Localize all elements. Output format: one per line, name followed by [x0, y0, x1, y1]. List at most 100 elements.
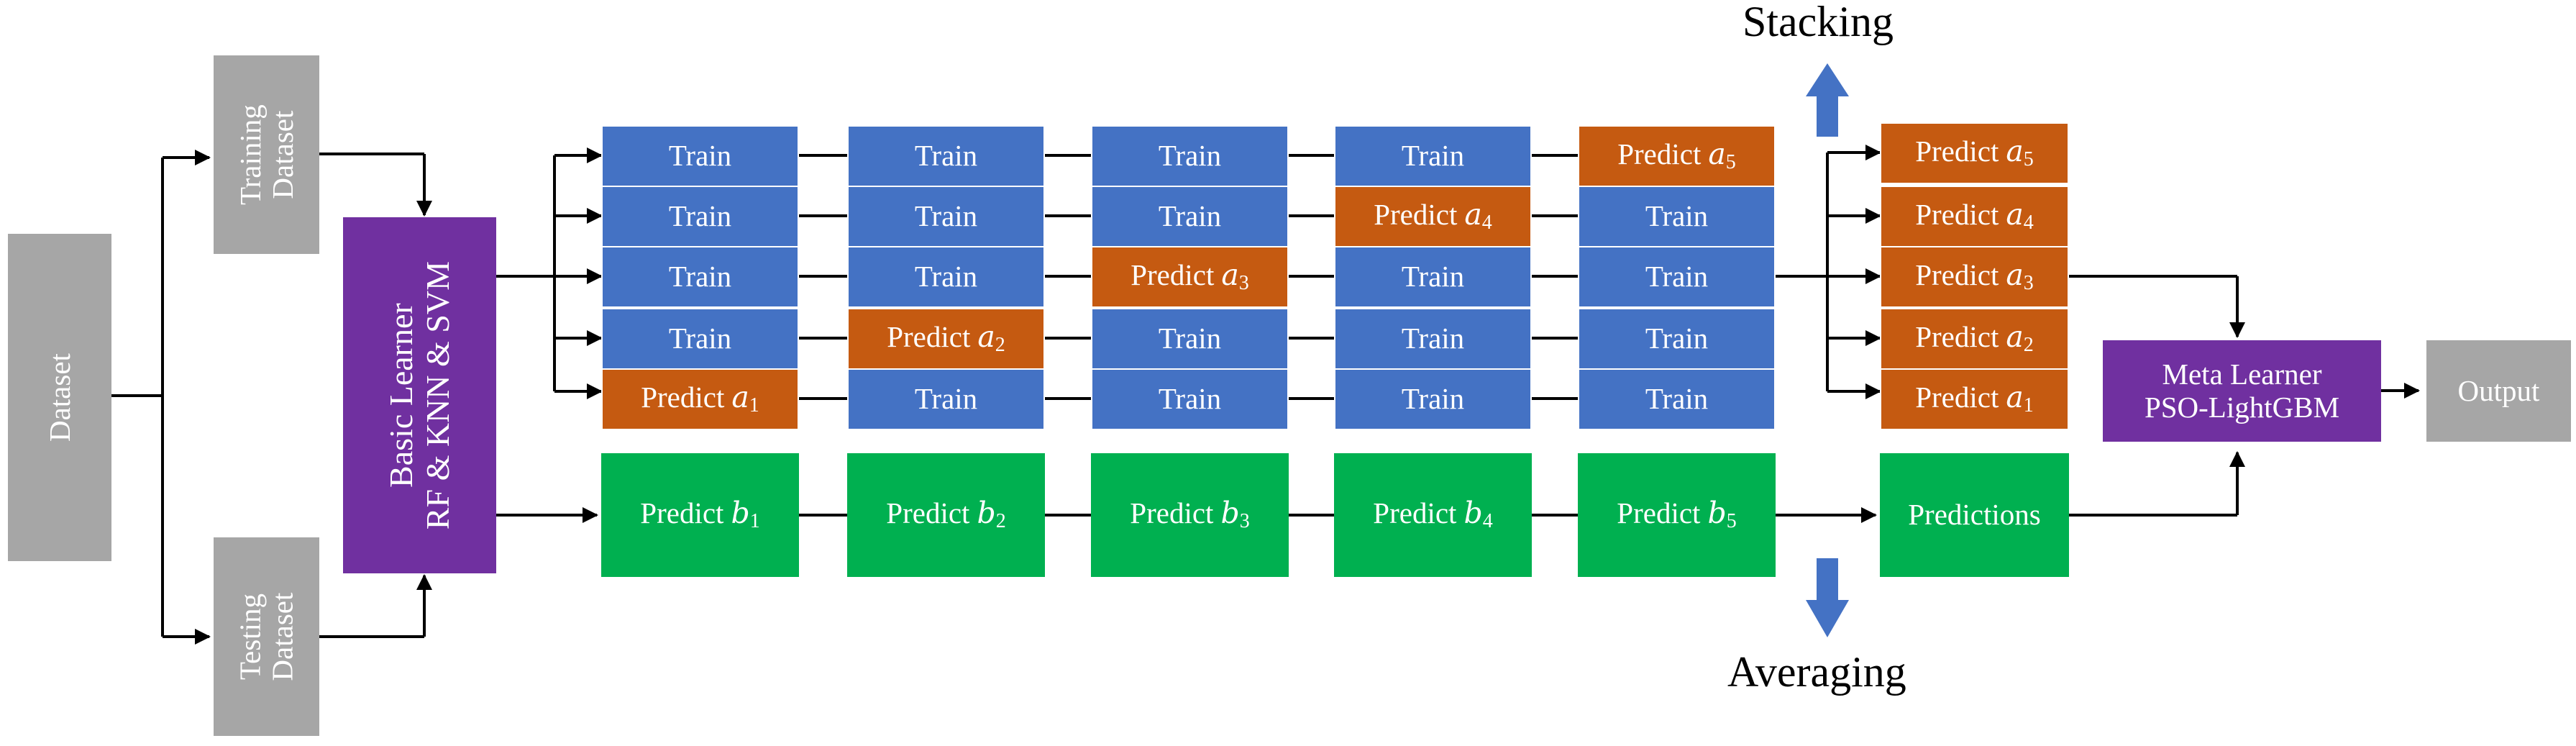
prediction-subscript: 5	[2023, 148, 2034, 171]
train-label: Train	[914, 139, 978, 173]
train-label: Train	[1645, 322, 1709, 355]
output-label: Output	[2457, 373, 2540, 407]
fold-train-cell: Train	[1334, 246, 1532, 308]
prediction-subscript: 4	[1481, 211, 1492, 235]
prediction-variable: a	[2006, 197, 2024, 232]
training-dataset-line1: Training	[233, 104, 267, 205]
train-label: Train	[1645, 382, 1709, 416]
train-label: Train	[1158, 322, 1222, 355]
prediction-variable: b	[1220, 496, 1240, 531]
basic-learner-box: Basic Learner RF & KNN & SVM	[343, 217, 496, 573]
fold-train-cell: Train	[847, 246, 1045, 308]
fold-train-cell: Train	[1578, 186, 1776, 247]
predict-word: Predict	[1373, 496, 1457, 530]
predict-word: Predict	[1915, 381, 1999, 414]
prediction-variable: b	[1463, 496, 1483, 531]
fold-train-cell: Train	[601, 308, 799, 370]
stacking-label: Stacking	[1743, 0, 1894, 45]
prediction-variable: a	[1221, 258, 1239, 293]
training-dataset-label: Training Dataset	[233, 104, 298, 205]
fold-train-cell: Train	[601, 186, 799, 247]
fold-train-cell: Train	[1091, 186, 1289, 247]
train-label: Train	[1158, 139, 1222, 173]
predict-word: Predict	[1915, 198, 1999, 232]
fold-train-cell: Train	[1578, 368, 1776, 430]
train-label: Train	[668, 139, 732, 173]
prediction-subscript: 2	[995, 334, 1005, 357]
predict-word: Predict	[1915, 258, 1999, 292]
prediction-variable: a	[2006, 258, 2024, 293]
dataset-label: Dataset	[42, 353, 76, 442]
basic-learner-line2: RF & KNN & SVM	[419, 260, 456, 530]
basic-learner-label: Basic Learner RF & KNN & SVM	[383, 261, 456, 529]
prediction-variable: a	[2006, 134, 2024, 169]
train-label: Train	[1645, 260, 1709, 294]
fold-train-cell: Train	[1091, 368, 1289, 430]
train-label: Train	[1158, 199, 1222, 233]
prediction-subscript: 3	[1238, 272, 1249, 295]
train-label: Train	[914, 260, 978, 294]
fold-train-cell: Train	[1091, 308, 1289, 370]
predict-word: Predict	[1915, 320, 1999, 354]
fold-train-cell: Train	[1334, 368, 1532, 430]
prediction-subscript: 4	[1482, 510, 1493, 533]
prediction-variable: b	[1707, 496, 1727, 531]
testing-dataset-line1: Testing	[233, 593, 267, 681]
fold-train-cell: Train	[847, 125, 1045, 187]
meta-learner-line2: PSO-LightGBM	[2144, 390, 2340, 424]
prediction-subscript: 1	[749, 510, 760, 533]
output-box: Output	[2426, 340, 2571, 442]
train-label: Train	[1401, 322, 1465, 355]
predict-word: Predict	[1374, 198, 1458, 232]
stacking-up-arrow	[1806, 63, 1849, 137]
train-label: Train	[914, 382, 978, 416]
testing-dataset-label: Testing Dataset	[233, 592, 299, 681]
train-label: Train	[1401, 382, 1465, 416]
fold-train-cell: Train	[601, 246, 799, 308]
prediction-variable: b	[977, 496, 996, 531]
prediction-subscript: 5	[1726, 510, 1737, 533]
prediction-variable: a	[2006, 380, 2024, 415]
train-label: Train	[668, 260, 732, 294]
train-label: Train	[1158, 382, 1222, 416]
predict-word: Predict	[1915, 135, 1999, 168]
testing-dataset-line2: Dataset	[265, 592, 299, 681]
basic-learner-line1: Basic Learner	[382, 303, 419, 488]
train-label: Train	[1645, 199, 1709, 233]
prediction-subscript: 3	[2023, 272, 2034, 295]
prediction-variable: a	[977, 319, 995, 355]
averaged-predictions-box: Predictions	[1880, 453, 2069, 577]
prediction-variable: a	[731, 380, 749, 415]
fold-train-cell: Train	[1334, 125, 1532, 187]
prediction-subscript: 2	[995, 510, 1006, 533]
meta-learner-line1: Meta Learner	[2162, 358, 2322, 391]
prediction-subscript: 5	[1725, 151, 1736, 174]
fold-train-cell: Train	[1578, 308, 1776, 370]
fold-train-cell: Train	[1578, 246, 1776, 308]
fold-train-cell: Train	[1334, 308, 1532, 370]
predict-word: Predict	[640, 496, 724, 530]
predict-word: Predict	[1617, 137, 1702, 171]
